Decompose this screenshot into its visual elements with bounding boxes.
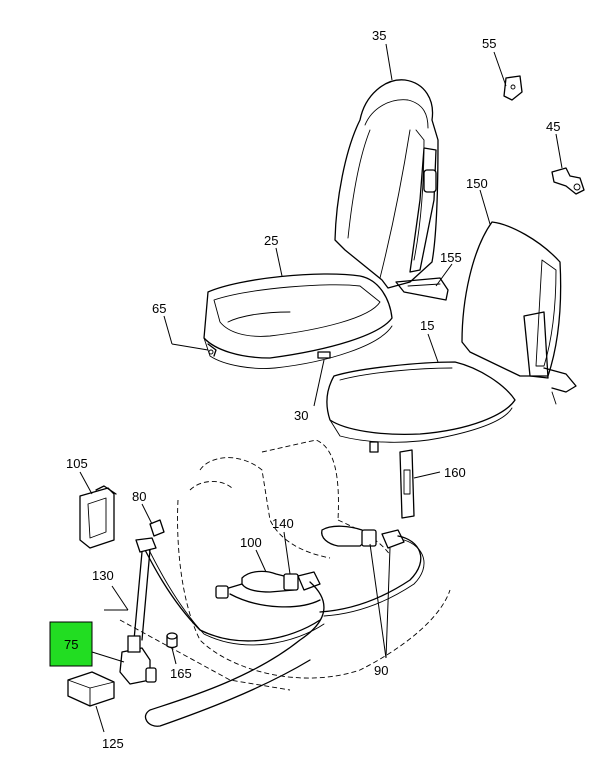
part-130-belt-guide[interactable] bbox=[133, 537, 157, 641]
callout-155[interactable]: 155 bbox=[440, 250, 462, 265]
part-25-seat-cushion[interactable] bbox=[203, 273, 393, 369]
part-150-back-panel[interactable] bbox=[461, 221, 577, 405]
callout-35[interactable]: 35 bbox=[372, 28, 386, 43]
part-65-hardware[interactable] bbox=[207, 343, 217, 357]
part-105-buckle-cover[interactable] bbox=[79, 485, 117, 549]
callout-125[interactable]: 125 bbox=[102, 736, 124, 751]
callout-150[interactable]: 150 bbox=[466, 176, 488, 191]
callout-65[interactable]: 65 bbox=[152, 301, 166, 316]
part-140-buckle-strap[interactable] bbox=[241, 570, 321, 593]
part-75-retractor[interactable] bbox=[119, 635, 157, 685]
leader-lines bbox=[79, 43, 563, 733]
part-125-cover-box[interactable] bbox=[67, 671, 115, 707]
part-55-bracket[interactable] bbox=[503, 75, 523, 101]
part-35-seat-back[interactable] bbox=[334, 79, 449, 301]
callout-45[interactable]: 45 bbox=[546, 119, 560, 134]
part-45-latch-clip[interactable] bbox=[551, 167, 585, 195]
callout-90[interactable]: 90 bbox=[374, 663, 388, 678]
callout-130[interactable]: 130 bbox=[92, 568, 114, 583]
seat-belt-webbing bbox=[139, 535, 425, 727]
part-15-lower-cushion[interactable] bbox=[326, 361, 516, 453]
part-90-rear-buckle[interactable] bbox=[321, 525, 405, 549]
part-30-hardware[interactable] bbox=[317, 351, 331, 359]
callout-25[interactable]: 25 bbox=[264, 233, 278, 248]
callout-75[interactable]: 75 bbox=[64, 637, 78, 652]
part-160-handle-strip[interactable] bbox=[399, 449, 415, 519]
callout-105[interactable]: 105 bbox=[66, 456, 88, 471]
callout-55[interactable]: 55 bbox=[482, 36, 496, 51]
callout-165[interactable]: 165 bbox=[170, 666, 192, 681]
part-165-plug[interactable] bbox=[166, 632, 178, 649]
callout-160[interactable]: 160 bbox=[444, 465, 466, 480]
callout-100[interactable]: 100 bbox=[240, 535, 262, 550]
callout-15[interactable]: 15 bbox=[420, 318, 434, 333]
callout-80[interactable]: 80 bbox=[132, 489, 146, 504]
callout-labels: 35 55 45 150 25 155 65 15 30 105 160 80 … bbox=[64, 28, 560, 751]
callout-140[interactable]: 140 bbox=[272, 516, 294, 531]
callout-75-highlight bbox=[49, 621, 93, 667]
callout-30[interactable]: 30 bbox=[294, 408, 308, 423]
part-80-tab[interactable] bbox=[149, 519, 165, 537]
part-100-buckle-base[interactable] bbox=[215, 583, 243, 599]
